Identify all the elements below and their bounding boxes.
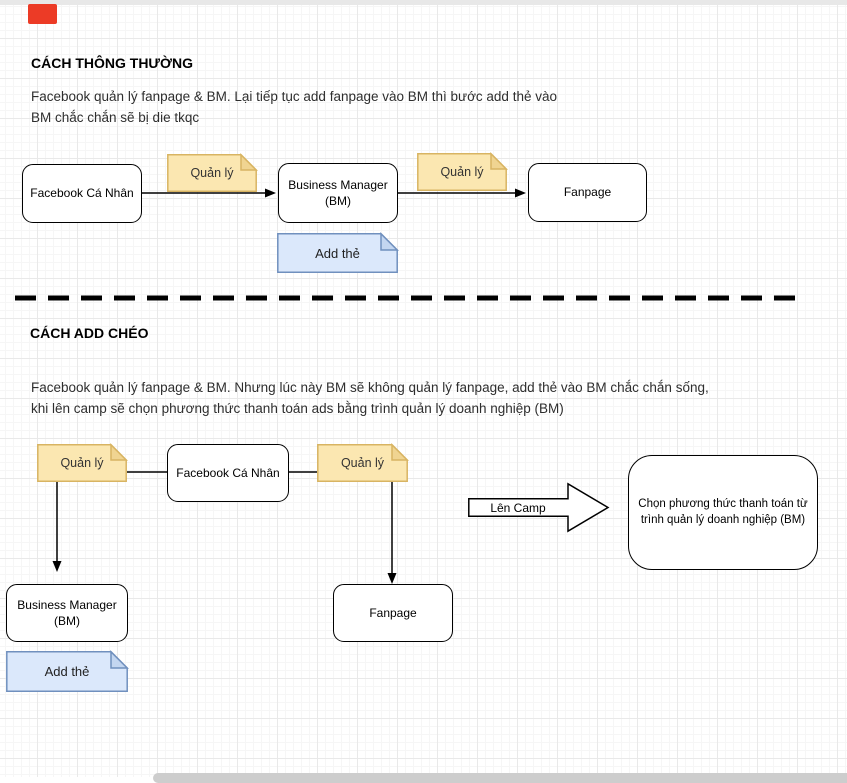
node-facebook-ca-nhan-1[interactable]: Facebook Cá Nhân — [22, 164, 142, 223]
note-shape-icon — [417, 151, 509, 191]
note-label: Quản lý — [340, 456, 385, 470]
note-quan-ly-right[interactable]: Quản lý — [317, 442, 410, 482]
note-shape-icon — [317, 442, 410, 482]
section1-heading: CÁCH THÔNG THƯỜNG — [31, 55, 193, 71]
section2-heading: CÁCH ADD CHÉO — [30, 325, 149, 341]
note-quan-ly-left[interactable]: Quản lý — [37, 442, 129, 482]
note-label: Quản lý — [60, 456, 104, 470]
note-quan-ly-2[interactable]: Quản lý — [417, 151, 509, 191]
node-label: Business Manager (BM) — [288, 177, 388, 208]
node-result-payment[interactable]: Chọn phương thức thanh toán từ trình quả… — [628, 455, 818, 570]
note-label: Add thẻ — [44, 664, 90, 679]
node-label: Facebook Cá Nhân — [30, 186, 134, 201]
node-label: Facebook Cá Nhân — [176, 465, 280, 480]
note-shape-icon — [277, 231, 400, 273]
node-label: Chọn phương thức thanh toán từ trình quả… — [638, 497, 808, 526]
section1-description: Facebook quản lý fanpage & BM. Lại tiếp … — [31, 89, 557, 125]
node-label: Fanpage — [369, 605, 417, 620]
block-arrow-label: Lên Camp — [490, 500, 546, 515]
node-facebook-ca-nhan-2[interactable]: Facebook Cá Nhân — [167, 444, 289, 502]
section2-description: Facebook quản lý fanpage & BM. Nhưng lúc… — [31, 380, 709, 416]
node-fanpage-1[interactable]: Fanpage — [528, 163, 647, 222]
note-label: Add thẻ — [315, 245, 360, 261]
note-shape-icon — [167, 152, 259, 192]
note-shape-icon — [6, 649, 130, 692]
node-fanpage-2[interactable]: Fanpage — [333, 584, 453, 642]
node-business-manager-1[interactable]: Business Manager (BM) — [278, 163, 398, 223]
node-label: Business Manager (BM) — [17, 597, 117, 628]
block-arrow-icon — [468, 482, 610, 533]
horizontal-scrollbar-thumb[interactable] — [153, 773, 847, 783]
window-top-strip — [0, 0, 847, 5]
node-label: Fanpage — [563, 185, 612, 200]
note-quan-ly-1[interactable]: Quản lý — [167, 152, 259, 192]
note-add-the-1[interactable]: Add thẻ — [277, 231, 400, 273]
node-business-manager-2[interactable]: Business Manager (BM) — [6, 584, 128, 642]
note-add-the-2[interactable]: Add thẻ — [6, 649, 130, 692]
note-shape-icon — [37, 442, 129, 482]
len-camp-arrow[interactable]: Lên Camp — [468, 482, 610, 533]
red-status-marker — [28, 4, 57, 24]
note-label: Quản lý — [440, 165, 484, 179]
note-label: Quản lý — [190, 166, 234, 180]
